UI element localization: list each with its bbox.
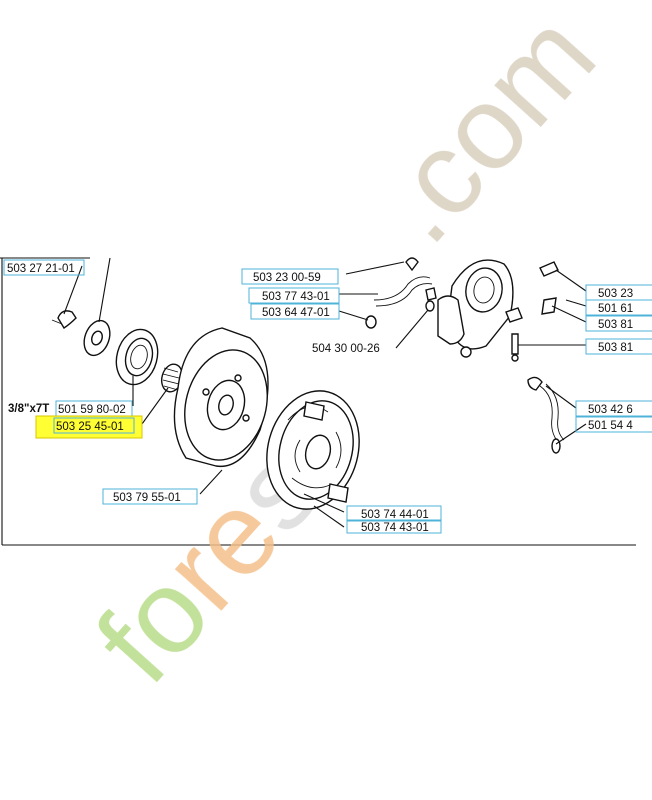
- part-label-503-74-43-01: 503 74 43-01: [346, 519, 442, 534]
- part-label-501-59-80-02: 501 59 80-02: [55, 400, 133, 417]
- svg-text:503 77 43-01: 503 77 43-01: [262, 291, 330, 303]
- svg-text:503 27 21-01: 503 27 21-01: [7, 263, 75, 275]
- part-label-503-23-right: 503 23: [585, 284, 652, 301]
- svg-text:503 79 55-01: 503 79 55-01: [113, 492, 181, 504]
- svg-text:503 64 47-01: 503 64 47-01: [262, 307, 330, 319]
- svg-text:501 59 80-02: 501 59 80-02: [58, 404, 126, 416]
- part-label-503-74-44-01: 503 74 44-01: [346, 505, 442, 522]
- svg-text:503 81: 503 81: [598, 319, 633, 331]
- part-label-503-81-right-upper: 503 81: [585, 315, 652, 332]
- part-label-503-27-21-01: 503 27 21-01: [3, 259, 85, 276]
- svg-text:503 74 43-01: 503 74 43-01: [361, 522, 429, 534]
- leader-lines: [63, 257, 587, 528]
- chain-pitch-label: 3/8"x7T: [8, 403, 49, 415]
- circlip-part: [51, 310, 77, 329]
- clutch-drum-part: [173, 327, 269, 468]
- svg-text:503 25 45-01: 503 25 45-01: [56, 421, 124, 433]
- fitting-parts: [365, 261, 559, 362]
- svg-text:501 61: 501 61: [598, 303, 633, 315]
- svg-text:503 42 6: 503 42 6: [588, 404, 633, 416]
- suction-hose-part: [527, 376, 565, 454]
- washer-part: [83, 319, 111, 357]
- part-label-501-61-right: 501 61: [585, 299, 652, 316]
- part-label-503-79-55-01: 503 79 55-01: [102, 488, 198, 505]
- svg-text:503 23 00-59: 503 23 00-59: [253, 272, 321, 284]
- needle-bearing-part: [160, 363, 184, 393]
- oil-pump-part: [437, 259, 523, 358]
- oil-pipe-part: [373, 257, 433, 307]
- svg-text:503 74 44-01: 503 74 44-01: [361, 509, 429, 521]
- sprocket-rim-part: [115, 328, 159, 386]
- svg-text:501 54 4: 501 54 4: [588, 420, 633, 432]
- part-label-503-25-45-01-highlighted: 503 25 45-01: [35, 415, 143, 439]
- part-label-503-64-47-01: 503 64 47-01: [250, 303, 340, 320]
- part-label-504-30-00-26: 504 30 00-26: [312, 343, 380, 355]
- part-label-501-54-4-right: 501 54 4: [575, 416, 652, 433]
- watermark-dotcom: .com: [351, 0, 620, 267]
- part-label-503-42-6-right: 503 42 6: [575, 400, 652, 417]
- clutch-part: [266, 390, 360, 510]
- part-label-503-23-00-59: 503 23 00-59: [241, 268, 339, 285]
- svg-text:503 81: 503 81: [598, 342, 633, 354]
- part-label-503-81-right-lower: 503 81: [585, 338, 652, 355]
- part-label-503-77-43-01: 503 77 43-01: [248, 287, 340, 304]
- svg-text:503 23: 503 23: [598, 288, 633, 300]
